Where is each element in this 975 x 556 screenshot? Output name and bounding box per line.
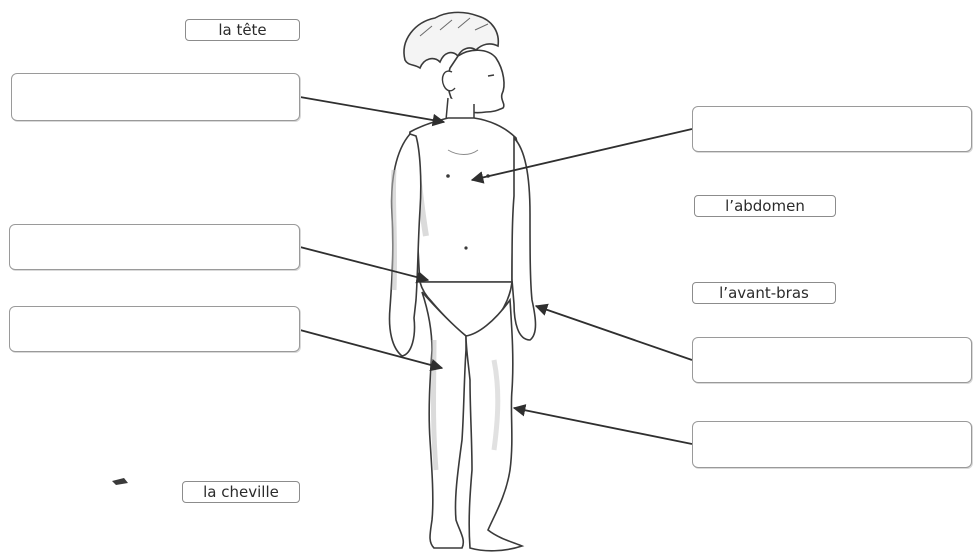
answer-box-knee[interactable] xyxy=(692,421,972,468)
tag-avant-bras[interactable]: l’avant-bras xyxy=(692,282,836,304)
answer-box-neck[interactable] xyxy=(11,73,300,121)
answer-box-thigh[interactable] xyxy=(9,306,300,352)
right-leg xyxy=(466,300,522,551)
ink-mark xyxy=(112,478,128,485)
tag-la-cheville[interactable]: la cheville xyxy=(182,481,300,503)
arrow-thigh xyxy=(300,330,442,368)
tag-la-tete[interactable]: la tête xyxy=(185,19,300,41)
arrow-knee xyxy=(514,408,692,444)
answer-box-hip[interactable] xyxy=(9,224,300,270)
answer-box-wrist[interactable] xyxy=(692,337,972,383)
tag-abdomen[interactable]: l’abdomen xyxy=(694,195,836,217)
arrow-neck xyxy=(300,97,444,122)
torso xyxy=(409,118,520,282)
arrow-wrist xyxy=(536,306,692,360)
left-leg xyxy=(422,292,466,548)
answer-box-chest[interactable] xyxy=(692,106,972,152)
